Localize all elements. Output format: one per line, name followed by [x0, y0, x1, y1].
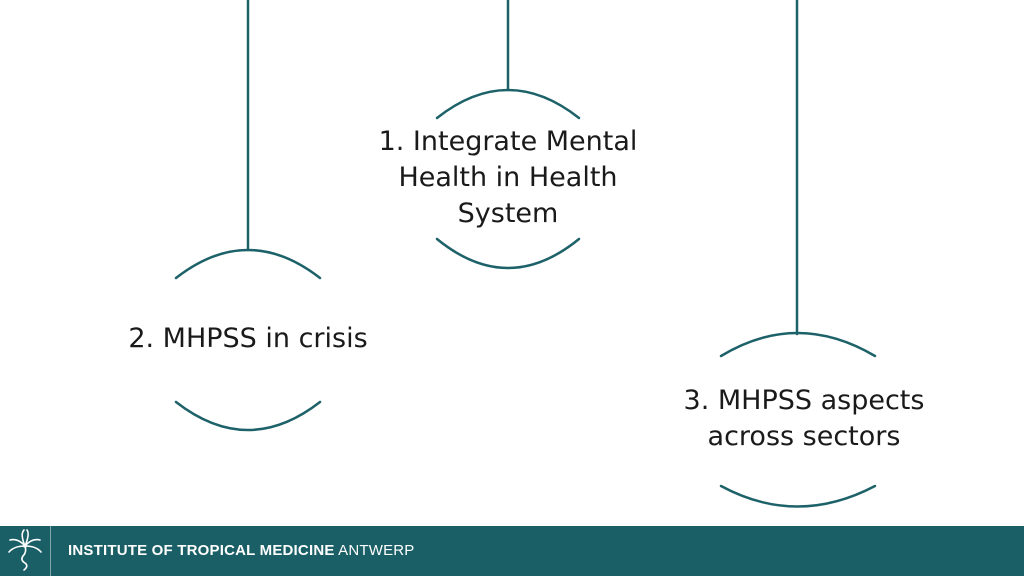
node-1-line-2: Health in Health	[398, 162, 618, 193]
node-3-line-1: 3. MHPSS aspects	[683, 385, 925, 416]
node-2-top-arc	[174, 248, 322, 280]
node-1-top-arc	[435, 88, 581, 120]
node-3-line-2: across sectors	[707, 421, 901, 452]
node-3-bottom-arc	[719, 484, 877, 508]
node-3-top-arc	[719, 331, 877, 358]
node-2-label: 2. MHPSS in crisis	[98, 321, 398, 357]
node-3-label: 3. MHPSS aspects across sectors	[654, 383, 954, 455]
node-1-line-3: System	[457, 198, 559, 229]
node-1-bottom-arc	[435, 237, 581, 270]
node-2-line-1: 2. MHPSS in crisis	[128, 323, 368, 354]
institute-name: INSTITUTE OF TROPICAL MEDICINE ANTWERP	[68, 526, 415, 576]
diagram-canvas	[174, 0, 877, 508]
node-2-bottom-arc	[174, 400, 322, 432]
node-1-label: 1. Integrate Mental Health in Health Sys…	[358, 124, 658, 232]
node-1-line-1: 1. Integrate Mental	[378, 126, 638, 157]
institute-name-city: ANTWERP	[338, 542, 415, 559]
palm-tree-logo-icon	[0, 526, 50, 576]
institute-name-bold: INSTITUTE OF TROPICAL MEDICINE	[68, 542, 335, 559]
footer-divider	[50, 526, 51, 576]
footer-bar: INSTITUTE OF TROPICAL MEDICINE ANTWERP	[0, 526, 1024, 576]
